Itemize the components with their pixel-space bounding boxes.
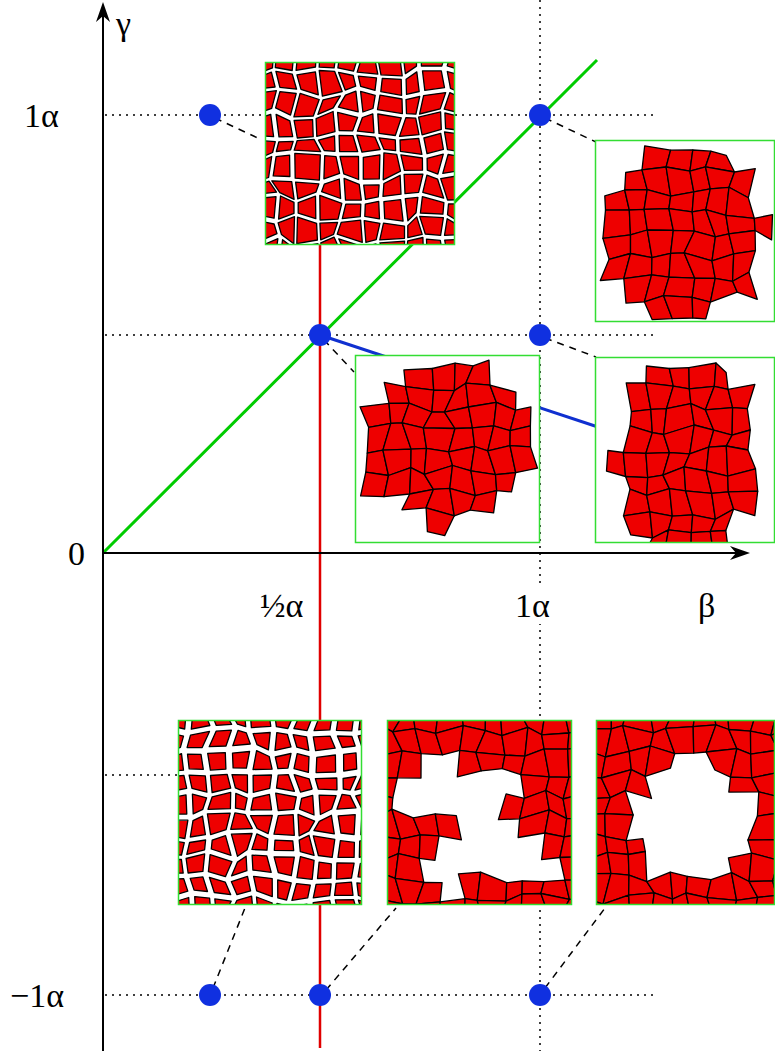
grid-lines — [105, 0, 655, 1051]
cell-inset — [595, 140, 775, 322]
cell-inset — [165, 708, 400, 942]
cell-inset — [355, 355, 540, 543]
cell-insets — [165, 48, 775, 946]
axis-arrow — [730, 546, 750, 560]
cell-inset — [252, 48, 510, 285]
axes — [103, 8, 745, 1051]
axis-label: −1α — [8, 978, 66, 1014]
axis-label: γ — [114, 6, 133, 42]
axis-label: 1α — [22, 98, 61, 134]
diagonal-line — [103, 60, 597, 553]
cell-inset — [580, 704, 775, 946]
cell-inset — [372, 706, 612, 945]
axis-label: ½α — [258, 588, 305, 624]
vertical-line — [319, 240, 322, 1048]
cell-inset — [595, 357, 775, 562]
axis-label: β — [696, 588, 717, 624]
axis-arrow — [96, 2, 110, 22]
axis-label: 0 — [66, 536, 87, 572]
data-points — [199, 104, 551, 1006]
axis-label: 1α — [513, 588, 552, 624]
